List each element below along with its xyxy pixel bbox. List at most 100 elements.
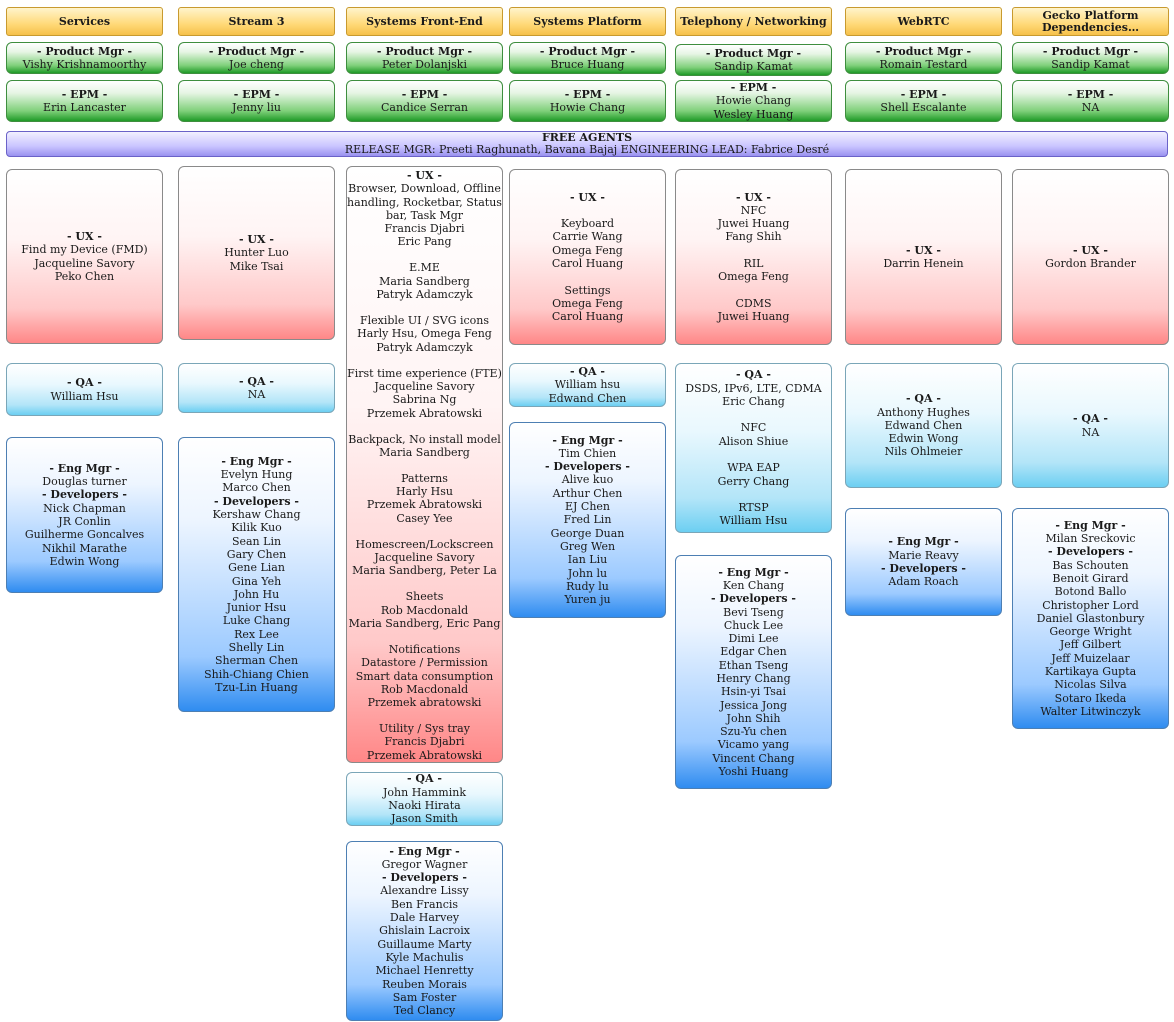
text-line: Find my Device (FMD): [21, 243, 148, 257]
text-line: - Developers -: [711, 592, 796, 606]
text-line: Omega Feng: [718, 270, 789, 284]
text-line: John Hu: [233, 587, 280, 601]
text-line: - UX -: [736, 190, 771, 204]
text-line: - Developers -: [382, 871, 467, 885]
text-line: John Shih: [726, 711, 781, 725]
qa-box-services: - QA -William Hsu: [6, 363, 163, 416]
text-line: Carol Huang: [551, 310, 624, 324]
text-line: Howie Chang: [549, 101, 626, 114]
text-line: Harly Hsu, Omega Feng: [357, 327, 492, 341]
text-line: Hsin-yi Tsai: [720, 685, 787, 699]
text-line: Rudy lu: [566, 579, 609, 593]
text-line: Alexandre Lissy: [380, 884, 469, 898]
text-line: - Product Mgr -: [705, 46, 802, 60]
team-header-gecko-platform: Gecko Platform Dependencies…: [1012, 7, 1169, 36]
text-line: Ken Chang: [722, 578, 785, 592]
text-line: NA: [1081, 425, 1100, 439]
qa-box-stream-3: - QA -NA: [178, 363, 335, 413]
text-line: NFC: [740, 421, 767, 435]
epm-box-webrtc: - EPM -Shell Escalante: [845, 80, 1002, 122]
text-line: Daniel Glastonbury: [1036, 611, 1145, 625]
text-line: Maria Sandberg: [379, 274, 470, 288]
text-line: John lu: [567, 566, 608, 580]
text-line: Francis Djabri: [384, 222, 465, 236]
text-line: - Developers -: [214, 494, 299, 508]
text-line: - QA -: [906, 392, 941, 406]
text-line: Browser, Download, Offline: [348, 182, 501, 196]
text-line: Jeff Gilbert: [1059, 638, 1122, 652]
text-line: Przemek abratowski: [367, 696, 482, 710]
text-line: Marie Reavy: [888, 548, 959, 562]
text-line: Nils Ohlmeier: [884, 445, 963, 459]
text-line: Jacqueline Savory: [34, 256, 135, 270]
text-line: CDMS: [735, 296, 772, 310]
text-line: Vincent Chang: [712, 751, 795, 765]
text-line: Rob Macdonald: [380, 603, 469, 617]
team-header-services: Services: [6, 7, 163, 36]
text-line: NA: [1081, 101, 1100, 114]
eng-box-gecko-platform: - Eng Mgr -Milan Sreckovic- Developers -…: [1012, 508, 1169, 729]
text-line: - EPM -: [564, 87, 611, 101]
text-line: Candice Serran: [381, 101, 468, 114]
text-line: Mike Tsai: [229, 259, 284, 273]
text-line: Sheets: [405, 590, 444, 604]
text-line: Dimi Lee: [728, 632, 779, 646]
text-line: Greg Wen: [559, 539, 616, 553]
text-line: Keyboard: [560, 217, 615, 231]
text-line: - Eng Mgr -: [389, 844, 460, 858]
text-line: Peter Dolanjski: [382, 58, 467, 71]
text-line: - UX -: [239, 233, 274, 247]
text-line: Szu-Yu chen: [720, 725, 787, 739]
text-line: Guilherme Goncalves: [24, 528, 145, 542]
text-line: - Eng Mgr -: [1055, 518, 1126, 532]
text-line: Luke Chang: [222, 614, 291, 628]
text-line: - QA -: [239, 374, 274, 388]
text-line: Reuben Morais: [382, 977, 467, 991]
product-mgr-box-telephony-networking: - Product Mgr -Sandip Kamat: [675, 44, 832, 76]
text-line: Francis Djabri: [384, 735, 465, 749]
epm-box-stream-3: - EPM -Jenny liu: [178, 80, 335, 122]
text-line: - Product Mgr -: [875, 44, 972, 58]
text-line: - EPM -: [1067, 87, 1114, 101]
text-line: bar, Task Mgr: [385, 208, 464, 222]
text-line: - QA -: [570, 365, 605, 379]
text-line: Fang Shih: [725, 230, 782, 244]
text-line: Sean Lin: [231, 534, 282, 548]
eng-box-webrtc: - Eng Mgr -Marie Reavy- Developers -Adam…: [845, 508, 1002, 616]
text-line: Nikhil Marathe: [41, 541, 128, 555]
text-line: Kartikaya Gupta: [1044, 665, 1137, 679]
text-line: Vishy Krishnamoorthy: [22, 58, 147, 71]
text-line: - UX -: [570, 190, 605, 204]
text-line: handling, Rocketbar, Status: [347, 195, 502, 209]
text-line: Kershaw Chang: [212, 508, 301, 522]
text-line: Edgar Chen: [720, 645, 787, 659]
text-line: First time experience (FTE): [347, 366, 502, 380]
text-line: Bas Schouten: [1052, 558, 1129, 572]
text-line: Sam Foster: [392, 990, 457, 1004]
qa-box-gecko-platform: - QA -NA: [1012, 363, 1169, 488]
text-line: - Eng Mgr -: [49, 461, 120, 475]
text-line: - Product Mgr -: [539, 44, 636, 58]
text-line: Kilik Kuo: [231, 521, 282, 535]
team-header-telephony-networking: Telephony / Networking: [675, 7, 832, 36]
text-line: DSDS, IPv6, LTE, CDMA: [685, 381, 822, 395]
text-line: Benoit Girard: [1052, 571, 1129, 585]
text-line: Rex Lee: [234, 627, 279, 641]
text-line: John Hammink: [383, 785, 466, 799]
text-line: - Developers -: [545, 460, 630, 474]
text-line: - Eng Mgr -: [221, 454, 292, 468]
text-line: Patryk Adamczyk: [376, 288, 473, 302]
text-line: - Eng Mgr -: [718, 565, 789, 579]
product-mgr-box-stream-3: - Product Mgr -Joe cheng: [178, 42, 335, 74]
text-line: Eric Pang: [397, 235, 452, 249]
text-line: Sandip Kamat: [714, 60, 793, 73]
text-line: Douglas turner: [42, 475, 127, 489]
text-line: Dale Harvey: [389, 911, 460, 925]
text-line: Gerry Chang: [717, 474, 790, 488]
text-line: Peko Chen: [54, 269, 115, 283]
